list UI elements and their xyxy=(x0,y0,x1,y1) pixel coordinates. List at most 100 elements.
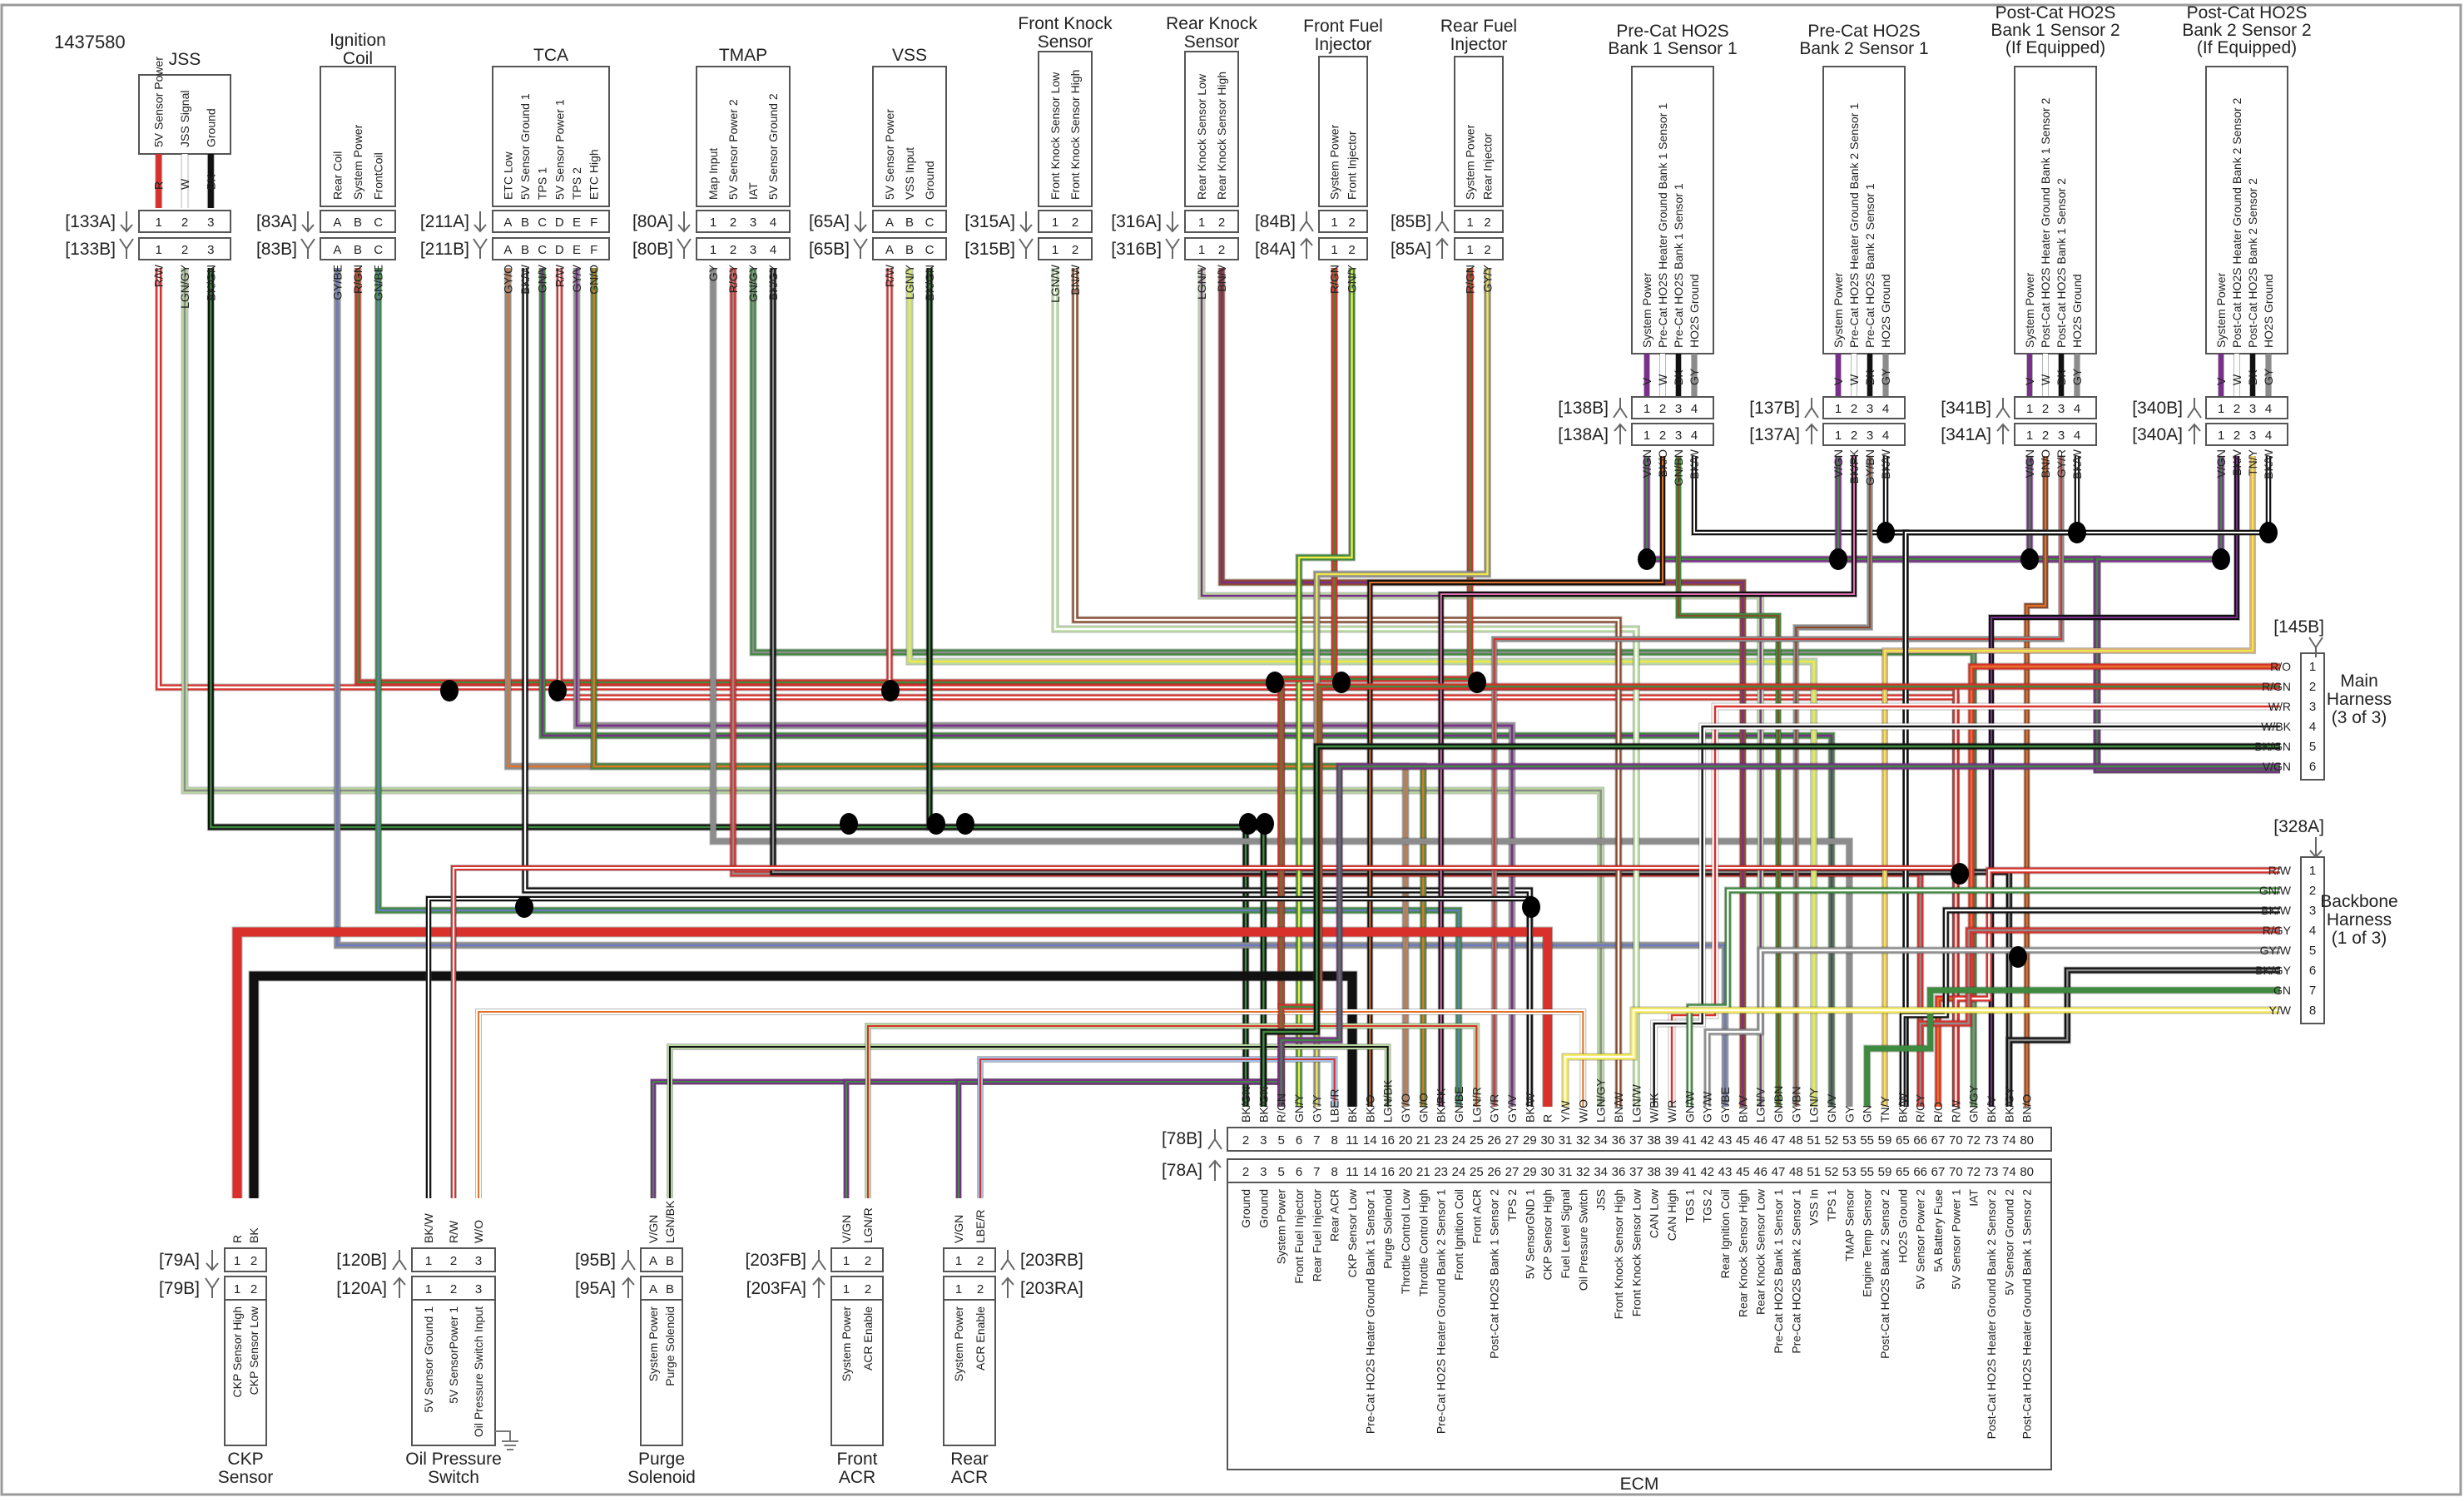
splice-dot xyxy=(1266,672,1284,693)
connector-title: Post-Cat HO2S xyxy=(2187,3,2308,22)
ecm-pin-number: 43 xyxy=(1718,1133,1733,1148)
pin-function-label: 5V Sensor Ground 2 xyxy=(766,93,780,200)
pin-number: 2 xyxy=(977,1282,984,1296)
connector-id: [138B] xyxy=(1558,399,1609,418)
pin-row-b xyxy=(224,1276,267,1301)
ecm-pin-number: 30 xyxy=(1540,1165,1554,1179)
ecm-pin-number: 16 xyxy=(1381,1133,1395,1148)
wire-color-label: V/GN xyxy=(1832,449,1845,478)
pin-number: F xyxy=(590,243,597,257)
wire-w-bk xyxy=(1650,722,2280,1107)
connector-id: [120A] xyxy=(336,1279,387,1298)
ecm-wire-label: GY/V xyxy=(1505,1094,1519,1123)
ecm-pin-function: Pre-Cat HO2S Bank 2 Sensor 1 xyxy=(1789,1189,1802,1354)
wire-color-label: W/O xyxy=(472,1220,485,1243)
connector-title: Sensor xyxy=(218,1468,274,1487)
arrow-up-icon xyxy=(1001,1276,1014,1298)
wire-gn-w xyxy=(1685,886,2280,1107)
connector-id: [203RA] xyxy=(1020,1279,1083,1298)
pin-number: A xyxy=(503,216,512,230)
harness-pin-number: 5 xyxy=(2309,944,2316,958)
connector-title: Front Knock xyxy=(1018,14,1113,33)
wire-color-label: LBE/R xyxy=(974,1210,987,1243)
ecm-pin-number: 67 xyxy=(1931,1133,1946,1148)
wire-stripe xyxy=(1883,456,2254,1107)
pin-number: 2 xyxy=(450,1282,457,1296)
connector-title: Injector xyxy=(1450,35,1508,54)
ecm-pin-row-b xyxy=(1227,1127,2052,1152)
wire-stripe xyxy=(1706,949,2280,1107)
ecm-pin-number: 41 xyxy=(1683,1165,1697,1179)
ecm-pin-number: 59 xyxy=(1878,1133,1892,1148)
connector-body xyxy=(320,66,396,207)
arrow-down-icon xyxy=(120,211,133,233)
splice-dot xyxy=(1522,896,1540,918)
wire-stripe xyxy=(1688,889,2280,1107)
connector-id: [137A] xyxy=(1749,425,1800,444)
ecm-pin-number: 72 xyxy=(1966,1165,1981,1179)
harness-wire-label: R/GY xyxy=(2263,924,2292,937)
wire-bk xyxy=(248,970,1358,1198)
wire-color-label: GY/BN xyxy=(1863,449,1877,486)
socket-fork-icon xyxy=(205,1277,220,1298)
figure-id: 1437580 xyxy=(54,32,126,52)
pin-number: 1 xyxy=(1198,243,1205,257)
harness-pin-number: 2 xyxy=(2309,884,2316,898)
arrow-up-icon xyxy=(1805,423,1818,444)
pin-function-label: Rear Knock Sensor Low xyxy=(1195,73,1208,200)
ecm-pin-number: 42 xyxy=(1700,1133,1714,1148)
wire-color-label: LGN/GY xyxy=(178,264,191,309)
wire-gn-bn xyxy=(1675,456,1782,1107)
ecm-wire-label: BK/W xyxy=(1523,1092,1536,1123)
pin-row-b xyxy=(1631,396,1714,419)
pin-function-label: HO2S Ground xyxy=(2262,274,2275,348)
ecm-pin-number: 43 xyxy=(1718,1165,1733,1179)
ecm-wire-label: GN xyxy=(1861,1105,1874,1123)
pin-function-label: System Power xyxy=(1328,124,1341,200)
ecm-pin-number: 70 xyxy=(1949,1133,1963,1148)
socket-fork-icon xyxy=(300,238,315,259)
pin-number: 4 xyxy=(2074,429,2080,443)
harness-wire-label: GN xyxy=(2273,984,2291,997)
ecm-pin-number: 7 xyxy=(1313,1165,1320,1179)
pin-function-label: ETC High xyxy=(587,149,601,200)
ecm-wire-label: BN/W xyxy=(1612,1092,1625,1123)
plug-lambda-icon xyxy=(1435,211,1450,232)
ecm-pin-number: 8 xyxy=(1331,1165,1337,1179)
pin-function-label: HO2S Ground xyxy=(1879,274,1892,348)
pin-row-b xyxy=(1318,237,1368,260)
pin-function-label: CKP Sensor Low xyxy=(247,1306,260,1395)
pin-function-label: Map Input xyxy=(706,148,720,200)
ecm-wire-label: R/GN xyxy=(1275,1093,1288,1123)
pin-function-label: Post-Cat HO2S Bank 1 Sensor 2 xyxy=(2055,178,2068,348)
ecm-pin-function: Rear Knock Sensor Low xyxy=(1754,1188,1767,1315)
pin-number: 2 xyxy=(1484,216,1490,230)
pin-number: 1 xyxy=(843,1254,850,1268)
connector-id: [133B] xyxy=(65,240,116,259)
ecm-pin-function: Post-Cat HO2S Heater Ground Bank 1 Senso… xyxy=(2020,1189,2034,1440)
wire-stripe xyxy=(1653,725,2280,1107)
arrow-up-icon xyxy=(1208,1159,1222,1181)
wire-stripe xyxy=(1564,1009,2280,1107)
wire-color-label: GY xyxy=(1688,368,1701,385)
connector-title: Front Fuel xyxy=(1303,17,1383,36)
harness-wire-label: W/BK xyxy=(2261,720,2291,733)
ecm-pin-number: 34 xyxy=(1594,1165,1608,1179)
pin-row-b xyxy=(640,1276,683,1301)
ecm-pin-number: 25 xyxy=(1470,1133,1484,1148)
ecm-pin-number: 7 xyxy=(1313,1133,1320,1148)
pin-function-label: Front Knock Sensor High xyxy=(1068,70,1082,200)
ecm-pin-number: 52 xyxy=(1825,1165,1839,1179)
splice-dot xyxy=(881,680,900,701)
connector-id: [315B] xyxy=(964,240,1015,259)
harness-pin-number: 3 xyxy=(2309,700,2316,714)
harness-pin-number: 6 xyxy=(2309,964,2316,978)
